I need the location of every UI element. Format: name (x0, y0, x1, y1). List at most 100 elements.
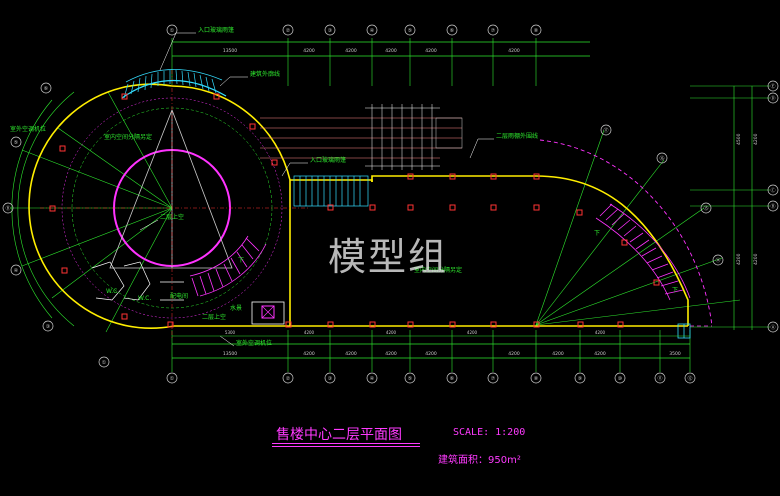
left-axis-bubbles (2, 82, 110, 368)
curved-stair-left (189, 235, 267, 297)
axis-label: ④ (370, 28, 375, 34)
axis-label: Ⓒ (770, 187, 775, 194)
axis-label: ① (170, 28, 175, 34)
axis-label: ⑰ (603, 127, 608, 134)
dim-text: 4200 (595, 330, 606, 335)
axis-label: ⑦ (491, 376, 496, 382)
columns (49, 93, 660, 328)
dim-text: 3500 (669, 351, 681, 357)
elevator-box (251, 301, 285, 325)
axis-label: ③ (328, 376, 332, 382)
label-wc1: W.C. (106, 288, 119, 295)
label-entrance-canopy-mid: 入口玻璃雨篷 (310, 156, 346, 164)
dim-text: 4200 (304, 330, 315, 335)
dim-text: 4200 (385, 48, 397, 54)
entrance-canopy-mid (293, 175, 369, 207)
arc-radial-axes (535, 129, 741, 326)
axis-label: Ⓐ (770, 324, 775, 331)
label-stair-down: 下 (238, 257, 244, 264)
wc-rooms (91, 261, 184, 301)
axis-label: ① (102, 360, 107, 366)
dim-text: 4200 (345, 351, 357, 357)
dim-text: 4200 (736, 253, 742, 265)
pergola-grid (260, 104, 463, 170)
label-indoor-space-right: 室内空间分隔另定 (414, 266, 462, 274)
axis-label: ③ (328, 28, 332, 34)
dim-text: 4200 (425, 48, 437, 54)
label-stair-up: 二层上空 (160, 213, 184, 221)
dim-text: 4200 (345, 48, 357, 54)
building-outline (28, 83, 689, 329)
dim-text: 13500 (223, 48, 237, 54)
axis-label: ⑪ (657, 375, 662, 382)
drawing-scale: SCALE: 1:200 (453, 427, 526, 438)
dim-text: 4200 (303, 48, 315, 54)
axis-label: Ⓑ (770, 203, 775, 210)
label-shaft: 水景 (230, 304, 242, 312)
label-stair-up2: 二层上空 (202, 313, 226, 321)
watermark: 模型组 (328, 235, 449, 279)
label-indoor-space-left: 室内空间分隔另定 (104, 133, 152, 141)
axis-label: ⑮ (703, 205, 708, 212)
title-underline (272, 446, 420, 447)
axis-label: ⑤ (408, 376, 412, 382)
axis-label: ⑧ (534, 28, 539, 34)
label-outdoor-ac-left: 室外空调机位 (10, 125, 46, 133)
axis-label: ⑩ (618, 376, 623, 382)
label-wc2: W.C. (138, 295, 151, 302)
right-end-doors (677, 323, 691, 339)
axis-label: Ⓑ (5, 205, 10, 212)
axis-label: ⑫ (687, 375, 692, 382)
axis-label: Ⓓ (770, 95, 775, 102)
dim-text: 4200 (385, 351, 397, 357)
bottom-axes: ① ② ③ ④ ⑤ ⑥ ⑦ ⑧ ⑨ ⑩ ⑪ ⑫ 13500 4200 4200 … (166, 330, 696, 384)
top-axes: ① ② ③ ④ ⑤ ⑥ ⑦ ⑧ 13500 4200 4200 4200 420… (166, 24, 590, 86)
axis-label: ⑨ (578, 376, 582, 382)
axis-label: Ⓔ (770, 83, 775, 90)
right-axes: Ⓔ Ⓓ Ⓒ Ⓑ Ⓐ 4500 4200 4200 4200 (690, 80, 779, 333)
axis-label: ② (286, 376, 291, 382)
dim-text: 4200 (508, 48, 520, 54)
dim-text: 4200 (467, 330, 478, 335)
label-outdoor-ac-bottom: 室外空调机位 (236, 339, 272, 347)
axis-label: ⑥ (44, 86, 49, 92)
title-underline (272, 443, 420, 444)
dim-text: 4200 (508, 351, 520, 357)
axis-label: ⑤ (408, 28, 412, 34)
axis-label: ④ (14, 268, 19, 274)
axis-label: ⑭ (715, 257, 720, 264)
axis-label: ⑤ (14, 140, 18, 146)
label-upper-line: 二层雨棚外围线 (496, 132, 538, 140)
axis-label: ③ (46, 324, 50, 330)
radial-axes (10, 91, 173, 333)
curved-stair-right (539, 139, 713, 327)
drawing-title: 售楼中心二层平面图 (276, 427, 402, 443)
axis-label: ② (286, 28, 291, 34)
dim-text: 4200 (753, 133, 759, 145)
dim-text: 5300 (225, 330, 236, 335)
dim-text: 4200 (303, 351, 315, 357)
axis-label: ⑥ (450, 28, 455, 34)
axis-label: ⑦ (491, 28, 496, 34)
building-area: 建筑面积：950m² (438, 455, 521, 466)
dim-text: 4200 (594, 351, 606, 357)
dim-text: 4200 (753, 253, 759, 265)
axis-label: ④ (370, 376, 375, 382)
axis-label: ⑯ (659, 155, 664, 162)
dim-text: 13500 (223, 351, 237, 357)
axis-label: ⑧ (534, 376, 539, 382)
dim-text: 4200 (425, 351, 437, 357)
label-electric-room: 配电间 (170, 292, 188, 300)
dim-text: 4200 (386, 330, 397, 335)
label-entrance-canopy-top: 入口玻璃雨篷 (198, 26, 234, 34)
label-stair-down2: 下 (594, 230, 600, 237)
dim-text: 4500 (736, 133, 742, 145)
axis-label: ⑥ (450, 376, 455, 382)
dim-text: 4200 (552, 351, 564, 357)
axis-label: ① (170, 376, 175, 382)
entrance-canopy-top (121, 69, 227, 99)
label-stair-down3: 下 (672, 287, 678, 294)
label-building-outline: 建筑外廓线 (250, 70, 280, 78)
